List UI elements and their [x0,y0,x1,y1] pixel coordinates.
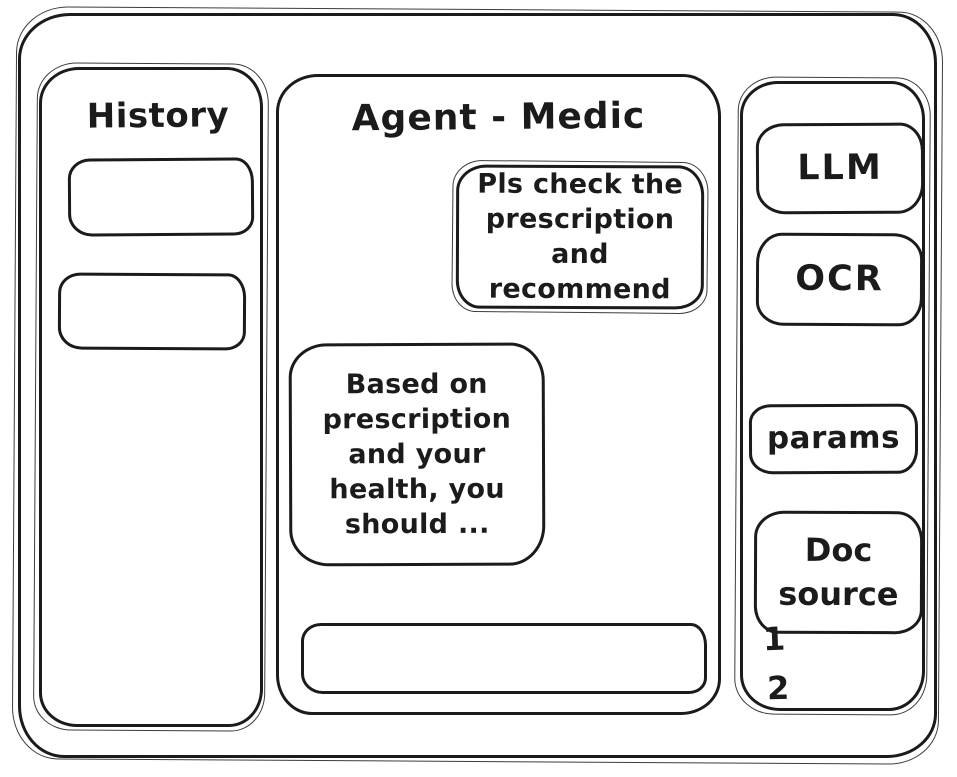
doc-source-item-1[interactable]: 1 [762,619,786,659]
app-frame: History Agent - Medic Pls check the pres… [18,13,937,758]
user-message-bubble: Pls check the prescription and recommend [455,164,705,310]
history-panel: History [39,67,263,727]
agent-message-bubble: Based on prescription and your health, y… [288,342,546,567]
llm-button[interactable]: LLM [755,122,925,215]
params-button[interactable]: params [748,403,919,475]
history-title: History [86,95,230,137]
message-input[interactable] [301,623,707,694]
tools-panel: LLM OCR params Doc source 1 2 [740,81,925,711]
doc-source-button[interactable]: Doc source [753,510,924,635]
ocr-button[interactable]: OCR [755,232,924,327]
chat-panel: Agent - Medic Pls check the prescription… [276,74,721,715]
history-item[interactable] [67,157,255,237]
chat-title: Agent - Medic [351,95,646,140]
doc-source-item-2[interactable]: 2 [766,668,790,708]
history-item[interactable] [57,272,247,351]
